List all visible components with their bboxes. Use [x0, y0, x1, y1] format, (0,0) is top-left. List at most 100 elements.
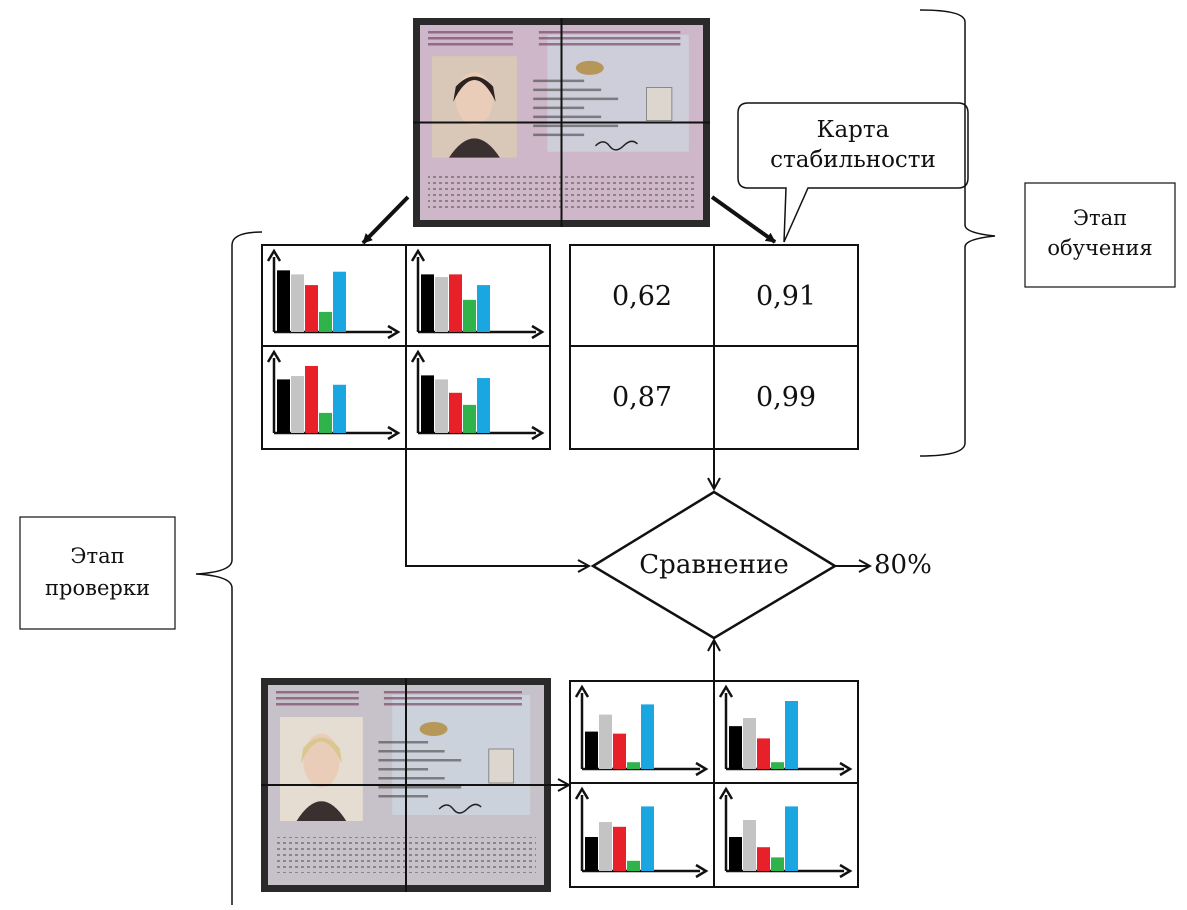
candidate-document-field-line [378, 795, 429, 798]
candidate-hist-4-blue-bar [785, 806, 798, 871]
reference-hist-1-black-bar [277, 270, 290, 332]
candidate-document-ghost-photo [488, 748, 515, 784]
reference-hist-3-green-bar [319, 412, 332, 433]
candidate-hist-2-green-bar [771, 762, 784, 769]
reference-document-field-line [533, 97, 619, 101]
reference-hist-2-black-bar [421, 274, 434, 332]
reference-document-field-line [533, 79, 585, 83]
training-stage-label: Этап обучения [1025, 203, 1175, 263]
stability-value-bottom-left: 0,87 [611, 382, 673, 413]
candidate-hist-3-x-axis-arrow-icon [695, 863, 709, 879]
reference-document-header-line [428, 37, 513, 40]
candidate-document-field-line [378, 786, 462, 789]
reference-hist-3-gray-bar [291, 376, 304, 433]
candidate-hist-1-gray-bar [599, 714, 612, 769]
reference-document-hair [453, 76, 496, 102]
check-stage-brace [195, 231, 263, 905]
training-stage-box [1024, 182, 1176, 288]
candidate-document-header-line [383, 703, 522, 706]
candidate-document-field-line [378, 759, 462, 762]
candidate-hist-3-black-bar [585, 837, 598, 871]
comparison-diamond [590, 490, 838, 640]
reference-hist-1-green-bar [319, 311, 332, 332]
reference-document-ghost-photo [646, 87, 673, 121]
reference-hist-4-green-bar [463, 404, 476, 433]
candidate-hist-3-green-bar [627, 860, 640, 871]
candidate-hist-1-blue-bar [641, 704, 654, 769]
stability-value-top-left: 0,62 [611, 281, 673, 312]
reference-hist-3-red-bar [305, 366, 318, 433]
candidate-hist-4-black-bar [729, 837, 742, 871]
arrow-to-stability-map [710, 195, 777, 244]
candidate-hist-3-gray-bar [599, 822, 612, 871]
training-stage-line-2: обучения [1047, 236, 1153, 260]
candidate-hist-4-green-bar [771, 857, 784, 871]
reference-document-field-line [533, 115, 602, 119]
candidate-hist-3-y-axis-arrow-icon [574, 786, 590, 800]
candidate-hist-1-black-bar [585, 731, 598, 769]
reference-document-header-line [538, 43, 681, 46]
reference-hist-4-gray-bar [435, 379, 448, 433]
arrow-reference-to-comparison [405, 449, 589, 566]
candidate-hist-1-green-bar [627, 762, 640, 769]
candidate-hist-1-red-bar [613, 733, 626, 769]
reference-document-field-line [533, 88, 602, 92]
reference-hist-3-x-axis-arrow-icon [387, 425, 401, 441]
stability-map-callout-bubble [737, 102, 969, 243]
stability-value-bottom-right: 0,99 [755, 382, 817, 413]
reference-document-field-line [533, 106, 585, 110]
check-stage-box [19, 516, 176, 630]
candidate-document-header-line [383, 691, 522, 694]
candidate-hist-4-x-axis-arrow-icon [839, 863, 853, 879]
candidate-document-image [261, 678, 551, 892]
stability-value-top-right: 0,91 [755, 281, 817, 312]
callout-line-2: стабильности [770, 147, 936, 173]
reference-hist-2-red-bar [449, 274, 462, 332]
reference-hist-1-x-axis-arrow-icon [387, 324, 401, 340]
reference-hist-4-black-bar [421, 375, 434, 433]
candidate-document-signature [438, 803, 482, 814]
candidate-document-header-line [276, 691, 359, 694]
reference-document-header-line [538, 37, 681, 40]
candidate-document-field-line [378, 741, 429, 744]
candidate-hist-4-y-axis-arrow-icon [718, 786, 734, 800]
arrow-to-reference-histograms [361, 195, 410, 245]
reference-hist-3-black-bar [277, 379, 290, 433]
candidate-hist-1-x-axis-arrow-icon [695, 761, 709, 777]
reference-hist-1-blue-bar [333, 271, 346, 332]
reference-document-shoulders [448, 138, 500, 158]
training-stage-line-1: Этап [1072, 206, 1128, 230]
check-stage-line-2: проверки [45, 576, 150, 600]
reference-hist-2-y-axis-arrow-icon [410, 248, 426, 262]
stability-map-grid [569, 244, 859, 450]
candidate-document-emblem-icon [419, 722, 448, 736]
candidate-hist-2-gray-bar [743, 718, 756, 769]
reference-hist-1-y-axis-arrow-icon [266, 248, 282, 262]
comparison-label: Сравнение [639, 550, 789, 580]
candidate-document-header-line [276, 697, 359, 700]
reference-hist-4-x-axis-arrow-icon [531, 425, 545, 441]
reference-hist-1-gray-bar [291, 274, 304, 332]
candidate-document-hair [300, 737, 343, 764]
reference-histogram-grid [261, 244, 551, 450]
candidate-hist-2-y-axis-arrow-icon [718, 684, 734, 698]
candidate-hist-4-gray-bar [743, 820, 756, 871]
candidate-document-field-line [378, 750, 445, 753]
reference-hist-4-blue-bar [477, 378, 490, 433]
reference-document-header-line [428, 43, 513, 46]
candidate-document-field-line [378, 777, 445, 780]
stability-map-callout-text: Карта стабильности [748, 115, 958, 175]
callout-line-1: Карта [816, 117, 890, 143]
candidate-document-header-line [383, 697, 522, 700]
candidate-hist-3-red-bar [613, 826, 626, 871]
check-stage-label: Этап проверки [20, 540, 175, 604]
reference-hist-4-y-axis-arrow-icon [410, 349, 426, 363]
candidate-histogram-grid [569, 680, 859, 888]
candidate-document-header-line [276, 703, 359, 706]
reference-document-image [413, 18, 710, 227]
reference-document-header-line [428, 31, 513, 34]
candidate-hist-2-blue-bar [785, 701, 798, 769]
check-stage-line-1: Этап [70, 544, 125, 568]
reference-document-emblem-icon [575, 60, 604, 75]
